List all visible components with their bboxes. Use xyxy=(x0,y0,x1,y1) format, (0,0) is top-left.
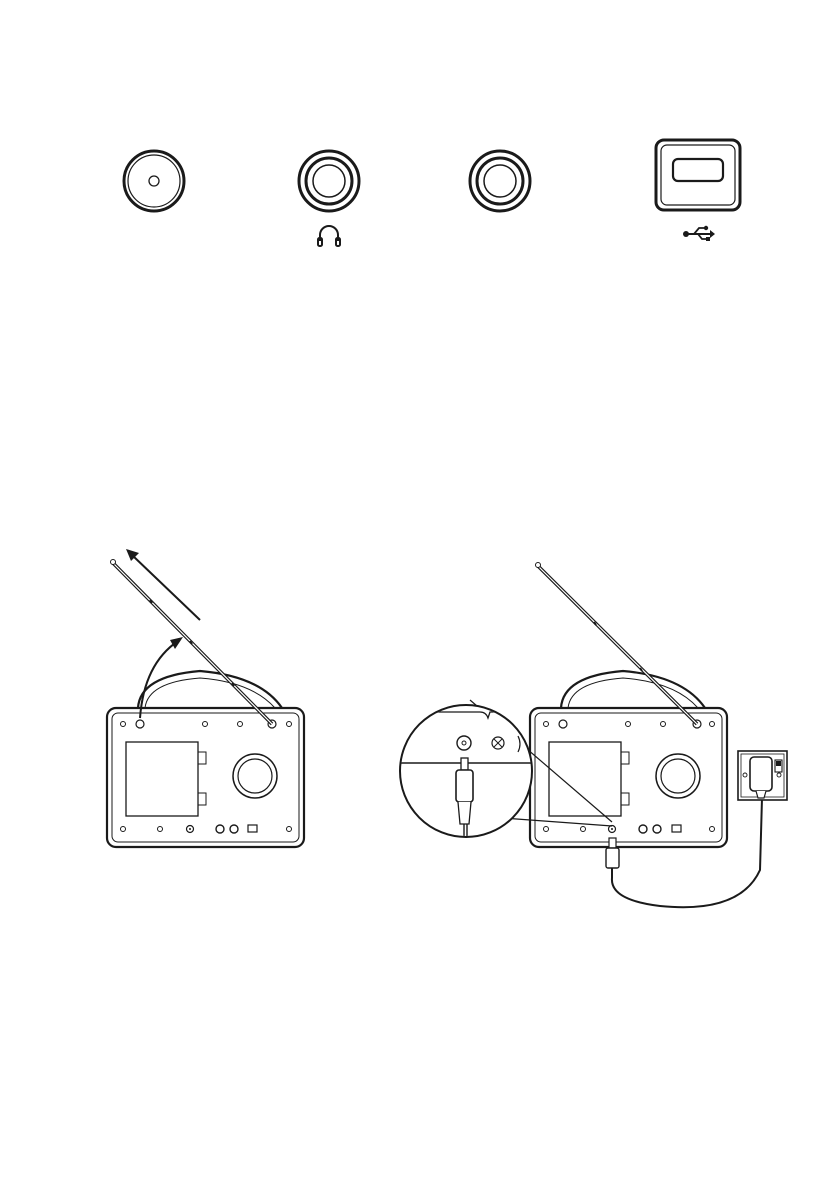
radio-back-right xyxy=(530,671,727,847)
dc-input-jack-icon xyxy=(124,151,184,211)
usb-port-icon xyxy=(656,140,740,210)
antenna-rotate-arrow-icon xyxy=(140,637,183,718)
radio-back-left xyxy=(107,671,304,847)
headphone-jack-icon xyxy=(299,151,359,211)
antenna-left xyxy=(111,560,273,725)
line-out-jack-icon xyxy=(470,151,530,211)
headphone-icon xyxy=(318,226,340,246)
power-adapter-icon xyxy=(738,751,787,800)
antenna-right xyxy=(536,563,698,725)
usb-icon xyxy=(683,226,715,241)
antenna-extend-arrow-icon xyxy=(126,549,200,620)
